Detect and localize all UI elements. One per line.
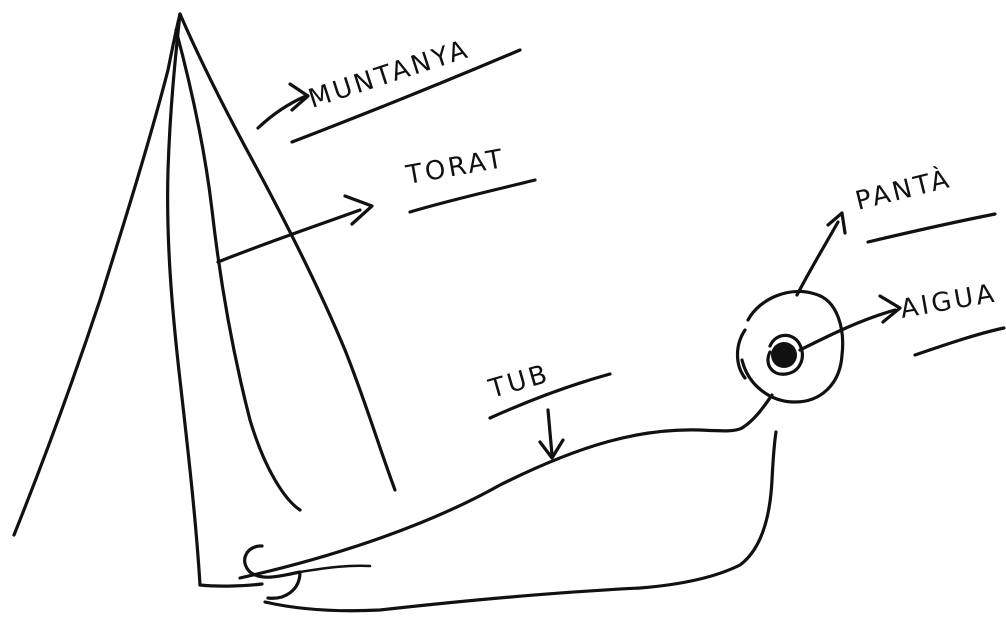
reservoir-left-arc bbox=[738, 330, 746, 378]
water-scribble bbox=[768, 335, 802, 374]
tube-upturn bbox=[742, 395, 772, 428]
mountain-base bbox=[200, 584, 262, 586]
water-label-underline bbox=[915, 328, 1004, 355]
mountain-middle-ridge bbox=[176, 30, 300, 510]
tube-inner-link bbox=[300, 566, 370, 572]
hole-line bbox=[218, 210, 360, 262]
hole-label: TORAT bbox=[403, 144, 508, 191]
reservoir-arrow bbox=[797, 222, 838, 295]
tube-top-line bbox=[240, 428, 742, 578]
tube-label: TUB bbox=[485, 359, 554, 405]
reservoir-label-underline bbox=[868, 214, 995, 242]
water-arrow bbox=[800, 310, 895, 350]
water-label: AIGUA bbox=[898, 278, 999, 324]
mountain-inner-line bbox=[168, 14, 200, 585]
tube-arrow bbox=[548, 410, 552, 455]
tube-end-bulb bbox=[245, 546, 300, 598]
reservoir-label: PANTÀ bbox=[852, 162, 955, 217]
water-arrow-head bbox=[880, 296, 900, 322]
tube-bottom-line bbox=[265, 432, 776, 611]
mountain-arrow bbox=[258, 96, 306, 128]
mountain-left-slope bbox=[14, 14, 180, 535]
